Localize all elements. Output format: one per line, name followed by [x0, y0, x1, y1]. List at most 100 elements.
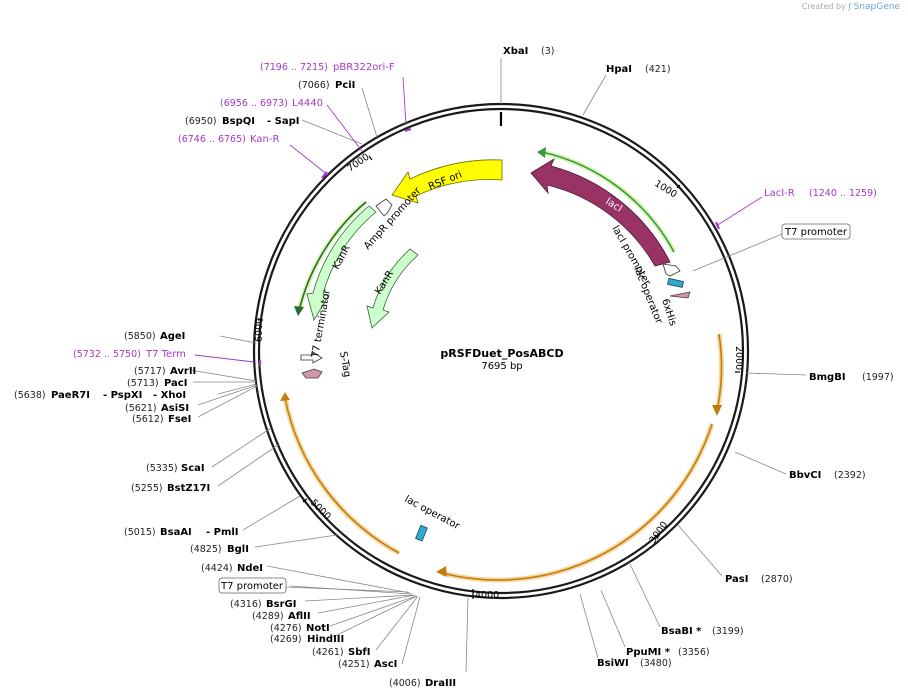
site-asci: AscI — [374, 659, 397, 670]
svg-text:(4825): (4825) — [190, 544, 222, 555]
scale-ticks — [258, 155, 740, 599]
feature-lac-operator-2[interactable] — [415, 524, 428, 542]
feature-rsf-ori[interactable] — [391, 159, 503, 204]
svg-text:(5638): (5638) — [14, 390, 46, 401]
plasmid-size: 7695 bp — [481, 361, 522, 372]
site-avrii: AvrII — [170, 366, 196, 377]
site-scai: ScaI — [181, 463, 205, 474]
site-bsrgi: BsrGI — [266, 599, 296, 610]
svg-text:(7066): (7066) — [298, 80, 330, 91]
site-noti: NotI — [306, 623, 330, 634]
site-draiii: DraIII — [425, 678, 456, 689]
svg-text:(5015): (5015) — [124, 527, 156, 538]
primer-kan-r: Kan-R — [250, 134, 279, 145]
svg-text:(5621): (5621) — [125, 403, 157, 414]
primer-labels: (7196 .. 7215) pBR322ori-F (6956 .. 6973… — [73, 62, 877, 360]
feature-ampr-promoter[interactable] — [375, 198, 393, 217]
site-paci: PacI — [164, 378, 187, 389]
svg-text:(5713): (5713) — [127, 378, 159, 389]
backbone-inner — [257, 107, 745, 595]
svg-text:6000: 6000 — [254, 318, 265, 342]
site-agei: AgeI — [160, 331, 185, 342]
site-fsei: FseI — [168, 414, 191, 425]
label-6xhis: 6xHis — [659, 298, 678, 328]
svg-text:(4289): (4289) — [252, 611, 284, 622]
svg-text:(4316): (4316) — [230, 599, 262, 610]
svg-text:(1997): (1997) — [862, 372, 894, 383]
site-sbfi: SbfI — [348, 647, 370, 658]
svg-text:(3199): (3199) — [712, 626, 744, 637]
site-paer7i: PaeR7I — [51, 390, 90, 401]
site-aflii: AflII — [288, 611, 311, 622]
feature-kanr-1[interactable] — [306, 205, 377, 322]
svg-text:(4251): (4251) — [338, 659, 370, 670]
primer-t7-term: T7 Term — [145, 349, 186, 360]
site-bmgbi: BmgBI — [809, 372, 846, 383]
t7-promoter-box-1: T7 promoter — [692, 223, 851, 272]
primer-pbr322ori-f: pBR322ori-F — [333, 62, 395, 73]
svg-text:(4269): (4269) — [270, 634, 302, 645]
svg-text:(2392): (2392) — [834, 470, 866, 481]
feature-kanr-2[interactable] — [366, 248, 419, 329]
svg-text:(4276): (4276) — [270, 623, 302, 634]
site-asisi: AsiSI — [161, 403, 189, 414]
svg-text:(5335): (5335) — [146, 463, 178, 474]
svg-text:(1240 .. 1259): (1240 .. 1259) — [809, 188, 877, 199]
svg-text:(3): (3) — [541, 46, 554, 57]
primer-laci-r: LacI-R — [764, 188, 795, 199]
site-xbai: XbaI — [503, 46, 528, 57]
svg-text:(421): (421) — [645, 64, 671, 75]
plasmid-name: pRSFDuet_PosABCD — [440, 347, 563, 360]
scale-tick-labels: 1000 2000 3000 4000 5000 6000 7000 — [254, 152, 744, 601]
svg-text:(4424): (4424) — [201, 563, 233, 574]
orf-arcs — [280, 333, 724, 583]
svg-text:(4006): (4006) — [389, 678, 421, 689]
svg-text:(2870): (2870) — [761, 574, 793, 585]
features — [300, 158, 691, 542]
feature-laci-promoter[interactable] — [662, 263, 681, 277]
site-xhoi: - XhoI — [153, 390, 186, 401]
site-bsiwi: BsiWI — [597, 658, 629, 669]
site-pcii: PciI — [335, 80, 355, 91]
svg-text:(5612): (5612) — [132, 414, 164, 425]
svg-text:(5732 .. 5750): (5732 .. 5750) — [73, 349, 141, 360]
svg-text:(5717): (5717) — [134, 366, 166, 377]
site-sapi: - SapI — [267, 116, 299, 127]
svg-text:(5255): (5255) — [131, 483, 163, 494]
feature-laci[interactable] — [530, 158, 671, 267]
site-ppumi: PpuMI * — [626, 647, 671, 658]
snapgene-watermark: Created by ʃ SnapGene — [801, 2, 900, 12]
svg-text:(6956 .. 6973): (6956 .. 6973) — [220, 98, 288, 109]
site-ndei: NdeI — [237, 563, 263, 574]
feature-t7-terminator[interactable] — [300, 351, 323, 364]
svg-text:4000: 4000 — [475, 590, 499, 601]
label-s-tag: S-Tag — [337, 351, 352, 378]
svg-text:(3356): (3356) — [678, 647, 710, 658]
site-bsabi: BsaBI * — [661, 626, 702, 637]
svg-text:(4261): (4261) — [312, 647, 344, 658]
site-bspqi: BspQI — [222, 116, 255, 127]
site-pasi: PasI — [725, 574, 748, 585]
t7-promoter-box-2: T7 promoter — [218, 577, 409, 594]
label-lac-operator-2: lac operator — [403, 494, 462, 533]
site-bbvci: BbvCI — [789, 470, 821, 481]
site-bsaai: BsaAI — [160, 527, 192, 538]
svg-text:(5850): (5850) — [124, 331, 156, 342]
svg-text:(6950): (6950) — [185, 116, 217, 127]
svg-text:(6746 .. 6765): (6746 .. 6765) — [178, 134, 246, 145]
svg-text:(7196 .. 7215): (7196 .. 7215) — [260, 62, 328, 73]
svg-text:T7 promoter: T7 promoter — [220, 581, 284, 592]
site-labels: XbaI (3) HpaI (421) BmgBI (1997) BbvCI (… — [14, 46, 894, 689]
leader-lines — [189, 58, 807, 673]
feature-6xhis[interactable] — [669, 291, 691, 299]
primer-lines — [194, 76, 763, 366]
feature-lac-operator[interactable] — [667, 277, 684, 288]
site-bgli: BglI — [227, 544, 249, 555]
svg-text:T7 promoter: T7 promoter — [784, 227, 848, 238]
primer-l4440: L4440 — [292, 98, 323, 109]
site-hindiii: HindIII — [307, 634, 344, 645]
site-hpai: HpaI — [606, 64, 632, 75]
svg-text:(3480): (3480) — [640, 658, 672, 669]
feature-s-tag[interactable] — [301, 368, 323, 379]
